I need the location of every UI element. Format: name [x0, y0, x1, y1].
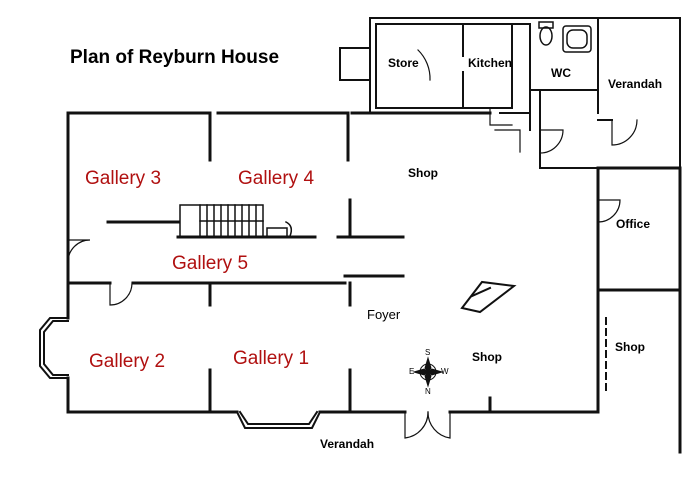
compass-n: N — [425, 387, 431, 396]
label-office: Office — [616, 217, 651, 231]
label-gallery-5: Gallery 5 — [172, 253, 249, 274]
door-swings — [67, 49, 638, 439]
label-foyer: Foyer — [367, 307, 401, 322]
label-verandah-bottom: Verandah — [320, 437, 375, 451]
label-shop-right: Shop — [615, 340, 645, 354]
label-verandah-top: Verandah — [608, 77, 663, 91]
reception-counter — [460, 280, 517, 314]
compass-s: S — [425, 348, 431, 357]
label-gallery-3: Gallery 3 — [85, 168, 162, 189]
plan-title: Plan of Reyburn House — [70, 47, 280, 68]
service-block — [339, 17, 681, 169]
label-gallery-1: Gallery 1 — [233, 348, 310, 369]
compass-e: E — [409, 367, 415, 376]
wc-fixtures — [538, 21, 592, 53]
label-gallery-2: Gallery 2 — [89, 351, 166, 372]
compass-w: W — [441, 367, 449, 376]
staircase — [179, 204, 293, 238]
label-kitchen: Kitchen — [468, 56, 513, 70]
label-gallery-4: Gallery 4 — [238, 168, 315, 189]
label-shop-center: Shop — [472, 350, 502, 364]
interior-walls — [66, 111, 492, 414]
label-shop-upper: Shop — [408, 166, 438, 180]
label-store: Store — [388, 56, 419, 70]
label-wc: WC — [551, 66, 571, 80]
bay-windows — [39, 317, 322, 429]
outer-walls — [66, 111, 682, 454]
compass-icon — [412, 356, 444, 388]
